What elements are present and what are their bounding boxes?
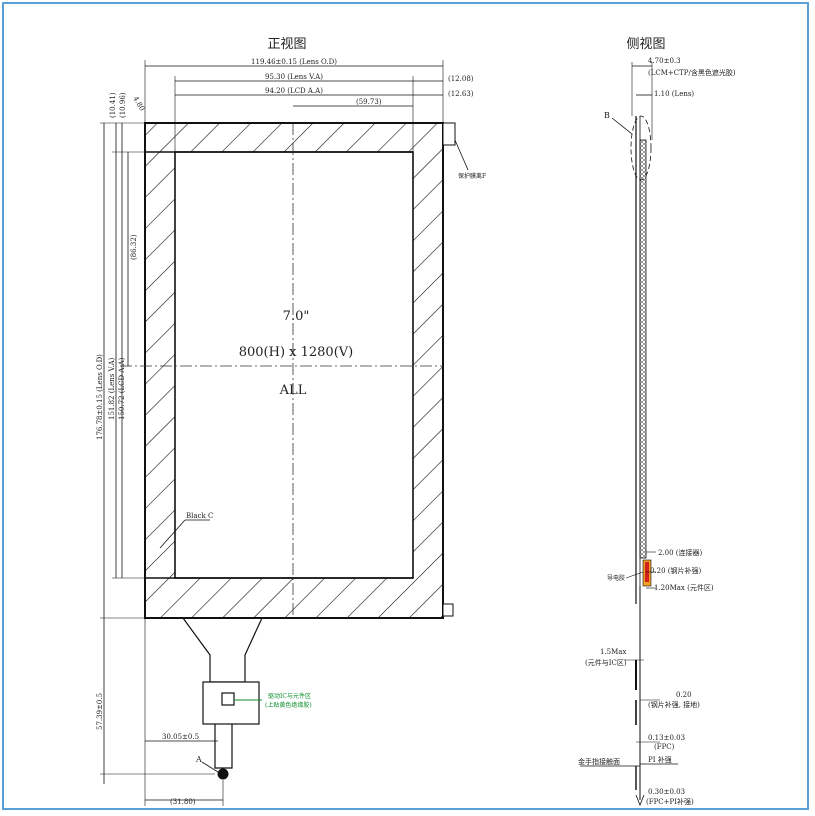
svg-text:2.00 (连接器): 2.00 (连接器) <box>658 548 703 557</box>
svg-text:1.20Max (元件区): 1.20Max (元件区) <box>654 583 714 592</box>
mark-b: B <box>604 111 610 120</box>
svg-text:(FPC+PI补强): (FPC+PI补强) <box>646 797 694 806</box>
svg-text:(元件与IC区): (元件与IC区) <box>585 658 627 667</box>
size-label: 7.0" <box>283 309 310 324</box>
svg-text:95.30 (Lens V.A): 95.30 (Lens V.A) <box>265 73 323 81</box>
svg-text:金手指接触面: 金手指接触面 <box>578 757 620 766</box>
svg-text:(10.41): (10.41) <box>109 92 117 118</box>
protect-film-label: 保护膜离F <box>458 172 486 180</box>
black-c-label: Black C <box>186 512 213 520</box>
lens-outline <box>144 122 444 619</box>
svg-text:导电胶: 导电胶 <box>607 574 625 582</box>
svg-text:(86.32): (86.32) <box>130 234 138 260</box>
svg-text:119.46±0.15 (Lens O.D): 119.46±0.15 (Lens O.D) <box>251 58 337 66</box>
svg-text:4.80: 4.80 <box>131 95 146 113</box>
svg-text:0.13±0.03: 0.13±0.03 <box>648 734 685 742</box>
ic-note-2: (上贴黄色绝缘胶) <box>265 701 312 709</box>
svg-text:0.20: 0.20 <box>676 691 692 699</box>
front-view: 正视图 7.0" 800(H) x 1280(V) ALL Black C 保护… <box>96 37 486 806</box>
mark-a: A <box>195 755 202 764</box>
front-view-title: 正视图 <box>267 37 306 52</box>
svg-text:1.5Max: 1.5Max <box>600 648 626 656</box>
svg-text:(12.63): (12.63) <box>448 90 474 98</box>
ic-note-1: 驱动IC与元件区 <box>268 692 311 700</box>
fpc-tail <box>182 617 263 683</box>
svg-text:0.30±0.03: 0.30±0.03 <box>648 788 685 796</box>
svg-text:150.72 (LCD A.A): 150.72 (LCD A.A) <box>118 357 126 420</box>
svg-text:0.20 (钢片补强): 0.20 (钢片补强) <box>650 566 702 575</box>
svg-text:1.10 (Lens): 1.10 (Lens) <box>654 90 694 98</box>
svg-text:176.78±0.15 (Lens O.D): 176.78±0.15 (Lens O.D) <box>96 354 104 440</box>
svg-text:(LCM+CTP/含黑色遮光胶): (LCM+CTP/含黑色遮光胶) <box>648 68 736 77</box>
svg-text:57.39±0.5: 57.39±0.5 <box>96 693 104 730</box>
side-view-title: 侧视图 <box>626 37 665 52</box>
connector-a <box>217 768 229 780</box>
protective-film-tab <box>442 122 456 146</box>
svg-text:(10.96): (10.96) <box>119 92 127 118</box>
svg-text:(12.08): (12.08) <box>448 75 474 83</box>
resolution-label: 800(H) x 1280(V) <box>239 345 354 360</box>
detail-b-ellipse <box>630 115 652 181</box>
svg-text:30.05±0.5: 30.05±0.5 <box>162 733 199 741</box>
svg-text:94.20 (LCD A.A): 94.20 (LCD A.A) <box>265 87 323 95</box>
bezel-hatch <box>145 123 443 618</box>
svg-text:151.82 (Lens V.A): 151.82 (Lens V.A) <box>108 357 116 420</box>
all-label: ALL <box>279 383 307 398</box>
svg-text:(FPC): (FPC) <box>654 743 675 751</box>
svg-text:PI 补强: PI 补强 <box>648 755 672 764</box>
svg-text:(59.73): (59.73) <box>356 98 382 106</box>
side-view: 侧视图 B 4.70±0.3 (LCM+CTP/含黑色遮光胶) 1.10 (Le… <box>578 37 736 807</box>
svg-text:4.70±0.3: 4.70±0.3 <box>648 57 681 65</box>
driver-ic <box>221 692 235 706</box>
lcm-hatched <box>639 139 647 559</box>
svg-text:(钢片补强, 接地): (钢片补强, 接地) <box>648 700 700 709</box>
svg-text:(31.80): (31.80) <box>170 798 196 806</box>
